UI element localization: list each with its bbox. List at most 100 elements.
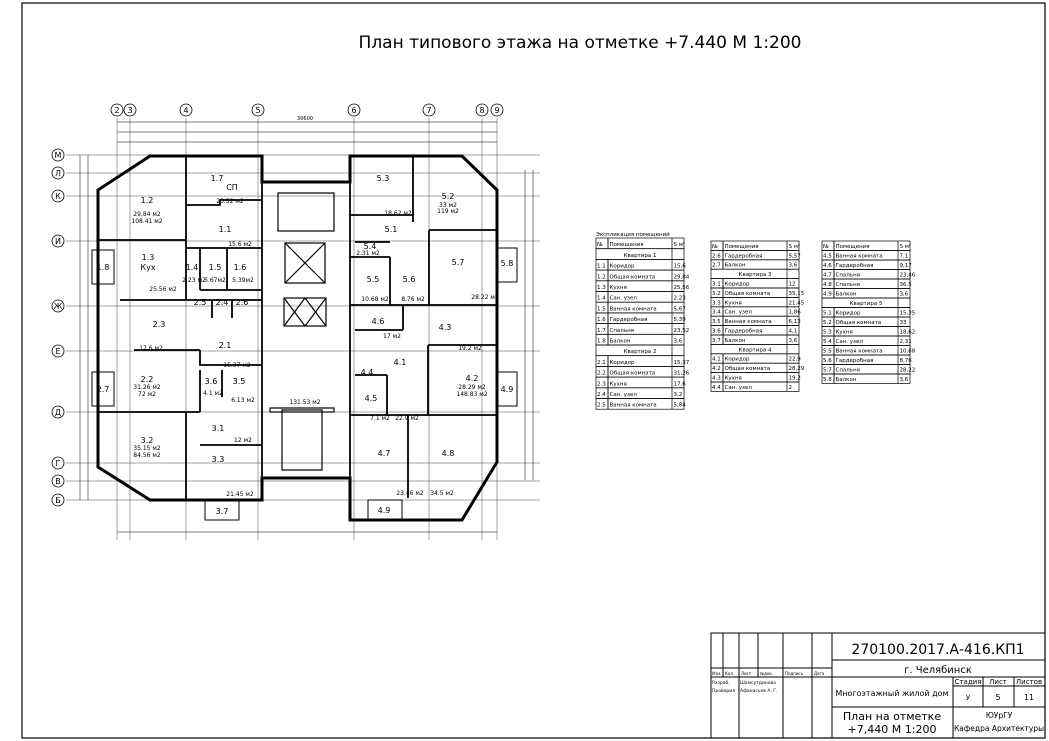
- cell-area: 15,6: [674, 264, 687, 270]
- cell-number: 3.2: [712, 291, 721, 297]
- cell-number: 4.8: [823, 282, 832, 288]
- room-number: 2.1: [219, 341, 232, 350]
- room-area: 12 м2: [234, 437, 252, 444]
- cell-room: Кухня: [610, 381, 627, 387]
- table-row: 5.5 Ванная комната 10,68: [821, 345, 916, 356]
- title-block: [710, 632, 1046, 739]
- cell-room: Спальня: [610, 328, 634, 334]
- room-area: 18.62 м2: [384, 210, 412, 217]
- room-area: 15.37 м2: [223, 362, 251, 369]
- apartment-heading: Квартира 3: [739, 272, 772, 278]
- object-name: Многоэтажный жилой дом: [835, 689, 948, 698]
- cell-area: 18,62: [900, 330, 916, 336]
- cell-room: Коридор: [836, 311, 862, 317]
- cell-room: Ванная комната: [836, 349, 883, 355]
- cell-number: 4.1: [712, 357, 721, 363]
- cell-number: 4.2: [712, 366, 721, 372]
- cell-area: 5,57: [789, 253, 802, 259]
- cell-area: 2,31: [900, 339, 912, 345]
- cell-area: 8,76: [900, 358, 913, 364]
- room-number: 4.4: [361, 368, 374, 377]
- room-number: 2.7: [97, 385, 110, 394]
- axis-marker: [51, 148, 65, 162]
- role: Проверил: [712, 688, 735, 694]
- table-row: Квартира 1: [595, 248, 685, 260]
- cell-area: 28,29: [789, 366, 805, 372]
- room-area: 5.67м2: [204, 277, 226, 284]
- cell-number: 5.3: [823, 330, 832, 336]
- cell-room: Ванная комната: [610, 403, 657, 409]
- person-name: Афанасьев А. Г.: [740, 688, 777, 694]
- drawing-title: План типового этажа на отметке +7.440 М …: [359, 33, 802, 53]
- room-number: 1.4: [186, 263, 199, 272]
- cell-number: №: [823, 244, 829, 250]
- room-number: 3.2: [141, 436, 154, 445]
- cell-room: Балкон: [725, 263, 746, 269]
- cell-area: 23,52: [674, 328, 690, 334]
- axis-marker: [347, 103, 361, 117]
- axis-marker: [475, 103, 489, 117]
- cell-number: 1.6: [597, 317, 606, 323]
- room-number: 5.1: [385, 225, 398, 234]
- room-number: 5.6: [403, 275, 416, 284]
- department: Кафедра Архитектуры: [954, 724, 1044, 733]
- cell-room: Ванная комната: [836, 254, 883, 260]
- cell-number: 5.5: [823, 349, 832, 355]
- axis-marker: [51, 456, 65, 470]
- cell-room: Коридор: [725, 357, 751, 363]
- cell-area: 5,39: [674, 317, 687, 323]
- cell-area: 3,6: [900, 377, 909, 383]
- cell-area: 10,68: [900, 349, 916, 355]
- room-number: 3.3: [212, 455, 225, 464]
- cell-room: Общая комната: [836, 320, 882, 326]
- room-area: 4.1 м2: [203, 390, 223, 397]
- room-number: 1.7: [211, 174, 224, 183]
- cell-room: Сан. узел: [836, 339, 864, 345]
- sheet-title-line-2: +7,440 М 1:200: [848, 723, 937, 736]
- cell-area: 23,46: [900, 273, 916, 279]
- cell-area: 3,6: [900, 292, 909, 298]
- cell-area: 3,2: [674, 392, 683, 398]
- col-header: Лист: [741, 671, 752, 676]
- person-name: Шамсутдинова: [740, 680, 776, 686]
- cell-room: Кухня: [725, 376, 742, 382]
- axis-label: 8: [479, 106, 484, 115]
- sheets-label: Листов: [1016, 678, 1042, 686]
- public-area: 131.53 м2: [289, 399, 320, 406]
- room-number: 5.8: [501, 259, 514, 268]
- room-number: 2.3: [153, 320, 166, 329]
- table-row: Квартира 3: [710, 268, 800, 279]
- cell-room: Ванная комната: [610, 306, 657, 312]
- room-number: 5.5: [367, 275, 380, 284]
- axis-marker: [123, 103, 137, 117]
- cell-area: 35,15: [789, 291, 805, 297]
- cell-number: 5.2: [823, 320, 832, 326]
- cell-area: 28,22: [900, 368, 916, 374]
- room-area: 28.22 м2: [471, 294, 499, 301]
- cell-number: 1.3: [597, 285, 606, 291]
- cell-room: Ванная комната: [725, 319, 772, 325]
- cell-room: Общая комната: [610, 274, 656, 280]
- cell-room: Балкон: [610, 339, 631, 345]
- room-area: 108.41 м2: [131, 218, 162, 225]
- room-area: 10.68 м2: [361, 296, 389, 303]
- col-header: Подпись: [785, 671, 804, 676]
- sheet-title-line-1: План на отметке: [843, 710, 941, 723]
- cell-area: 29,84: [674, 274, 690, 280]
- cell-number: 4.9: [823, 292, 832, 298]
- cell-area: 2: [789, 385, 793, 391]
